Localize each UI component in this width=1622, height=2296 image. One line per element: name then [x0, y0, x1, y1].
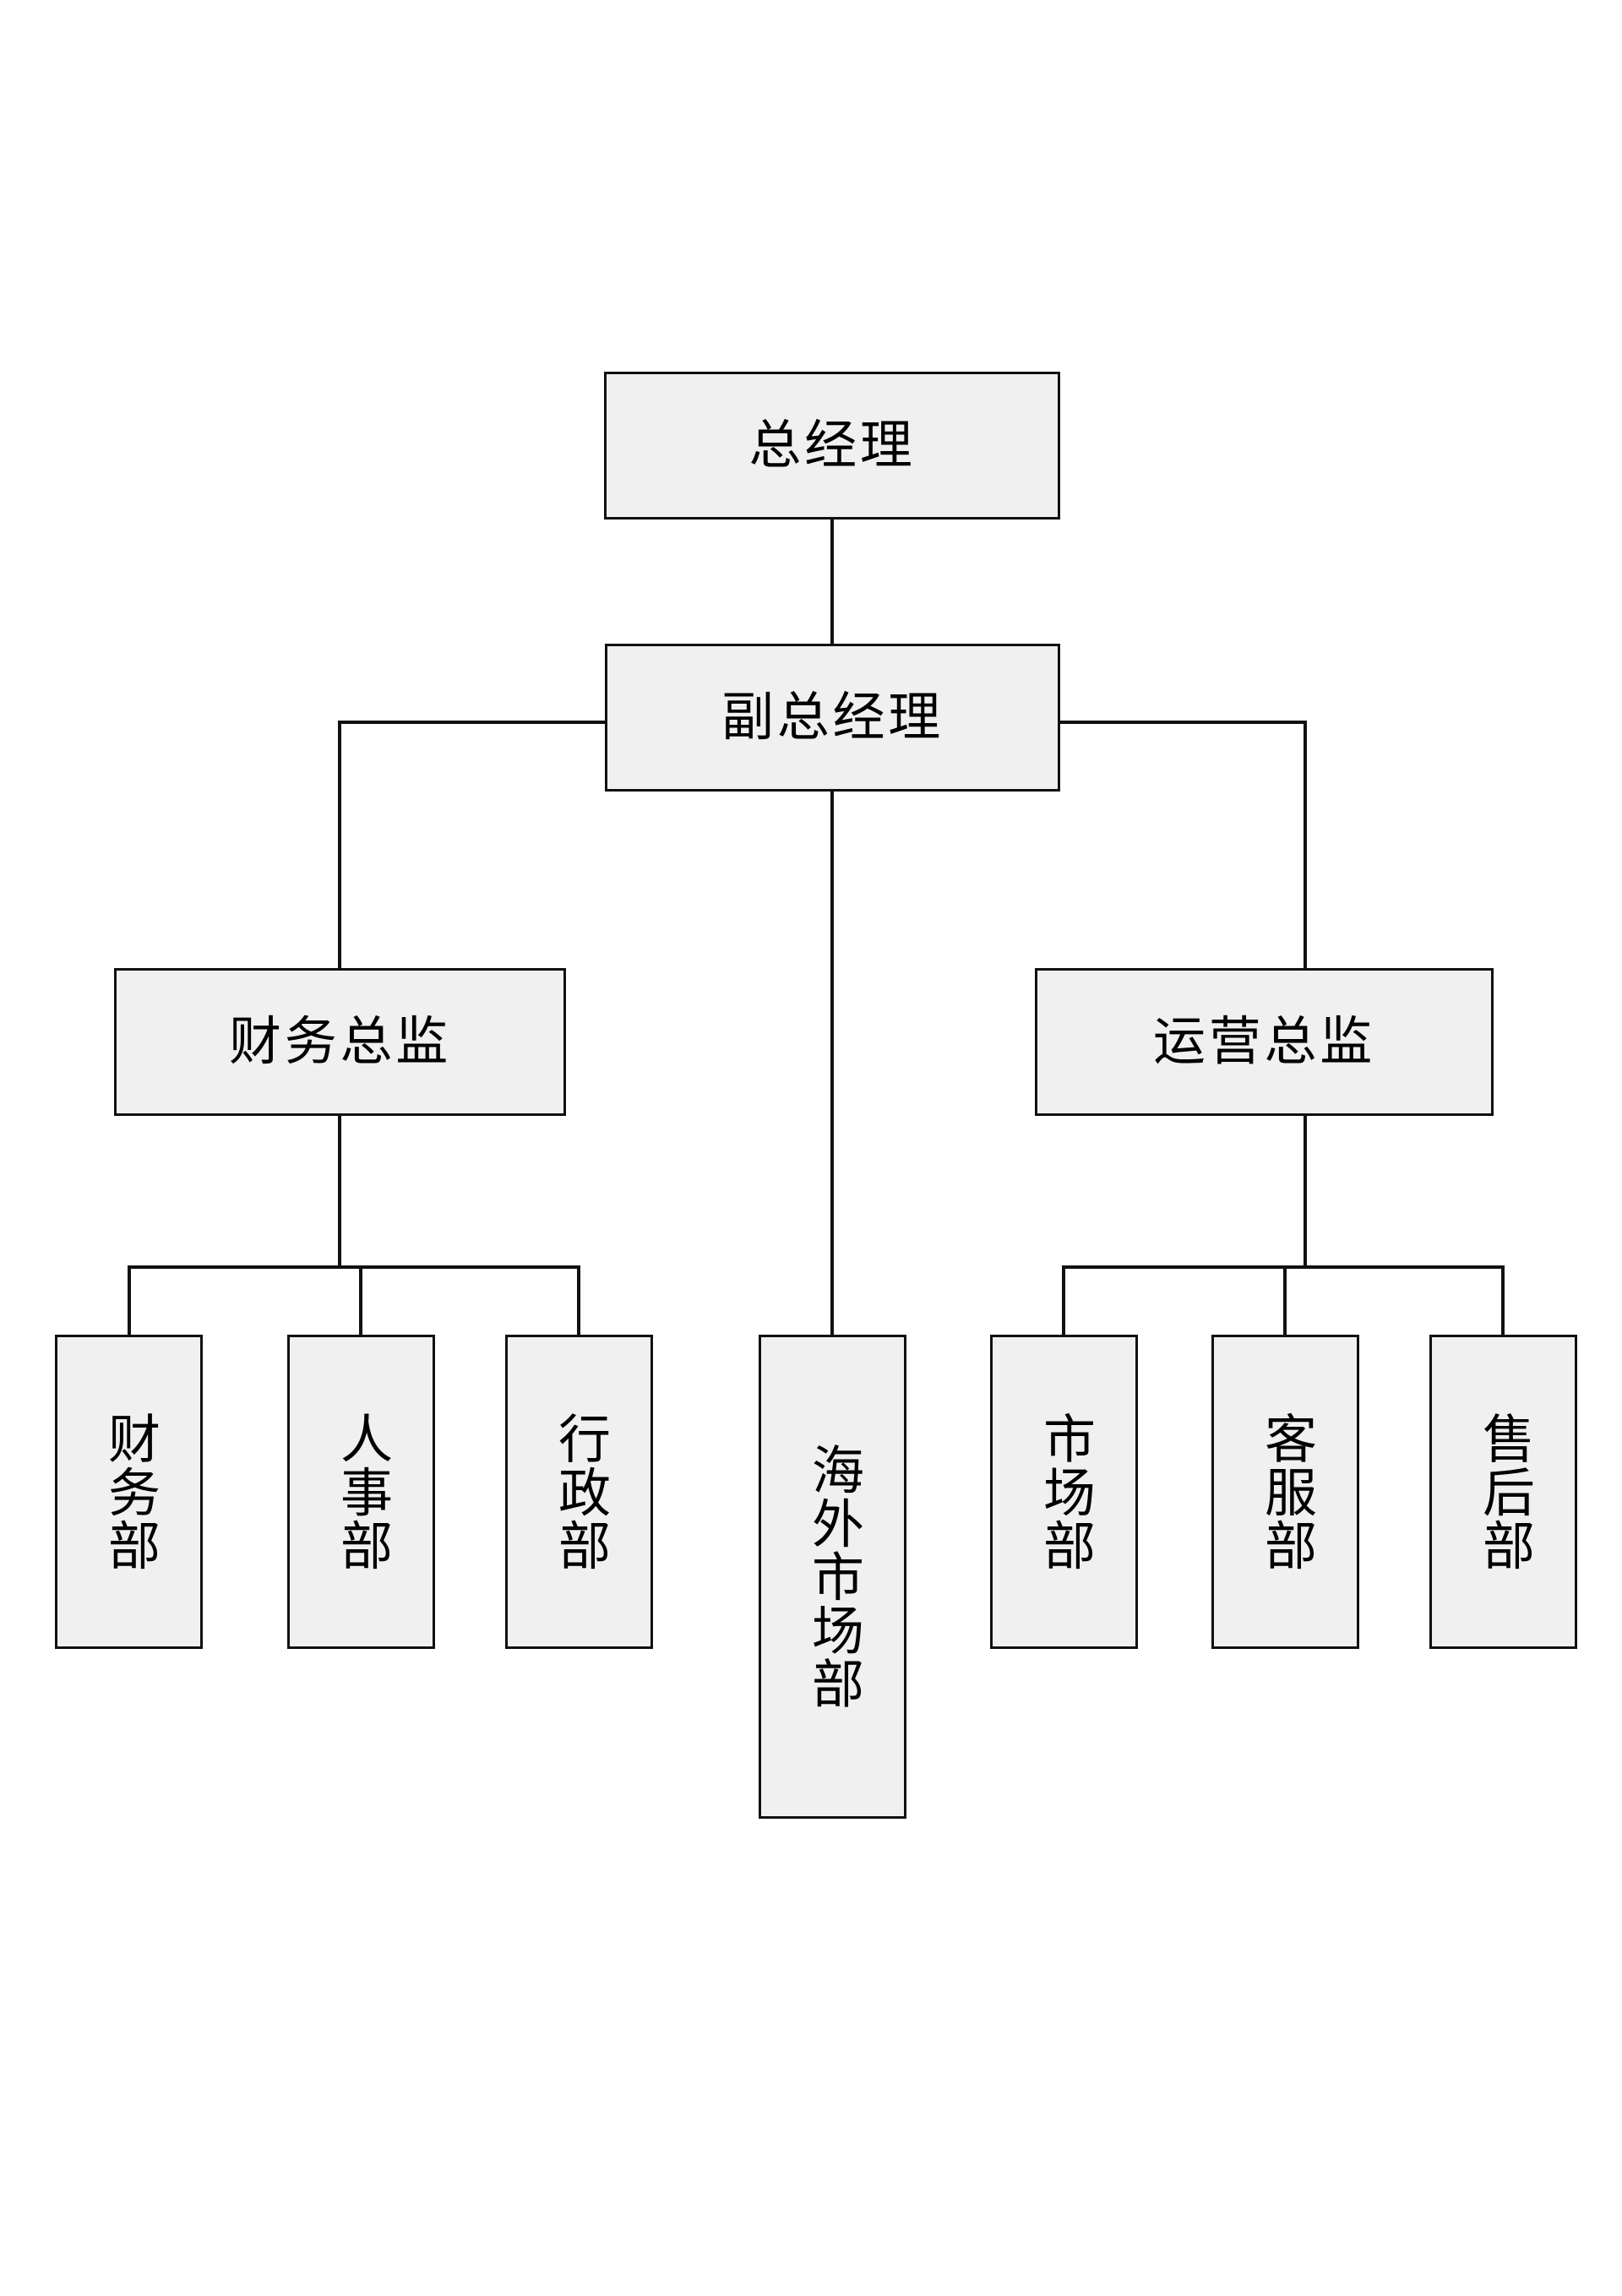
node-finance-director[interactable]: 财务总监	[114, 968, 566, 1116]
node-label-finance-director: 财务总监	[229, 1010, 451, 1073]
node-label-operations-director: 运营总监	[1153, 1010, 1375, 1073]
node-marketing-department[interactable]: 市场部	[990, 1335, 1138, 1649]
node-deputy-general-manager[interactable]: 副总经理	[605, 644, 1060, 792]
node-label-deputy-general-manager: 副总经理	[721, 686, 944, 748]
edge-dgm-to-operations-director	[1059, 721, 1307, 970]
node-label-hr-department: 人事部	[330, 1412, 393, 1572]
node-hr-department[interactable]: 人事部	[287, 1335, 435, 1649]
node-general-manager[interactable]: 总经理	[604, 372, 1060, 520]
node-label-marketing-department: 市场部	[1033, 1412, 1096, 1572]
node-label-overseas-market-department: 海外市场部	[802, 1443, 864, 1711]
node-label-administration-department: 行政部	[548, 1412, 611, 1572]
node-label-finance-department: 财务部	[98, 1412, 161, 1572]
node-operations-director[interactable]: 运营总监	[1035, 968, 1494, 1116]
node-label-after-sales-department: 售后部	[1472, 1412, 1535, 1572]
node-label-general-manager: 总经理	[748, 414, 916, 476]
node-label-customer-service-department: 客服部	[1255, 1412, 1317, 1572]
edge-dgm-to-finance-director	[338, 721, 607, 970]
node-finance-department[interactable]: 财务部	[55, 1335, 203, 1649]
node-customer-service-department[interactable]: 客服部	[1211, 1335, 1359, 1649]
node-overseas-market-department[interactable]: 海外市场部	[759, 1335, 906, 1819]
node-after-sales-department[interactable]: 售后部	[1429, 1335, 1577, 1649]
node-administration-department[interactable]: 行政部	[505, 1335, 653, 1649]
